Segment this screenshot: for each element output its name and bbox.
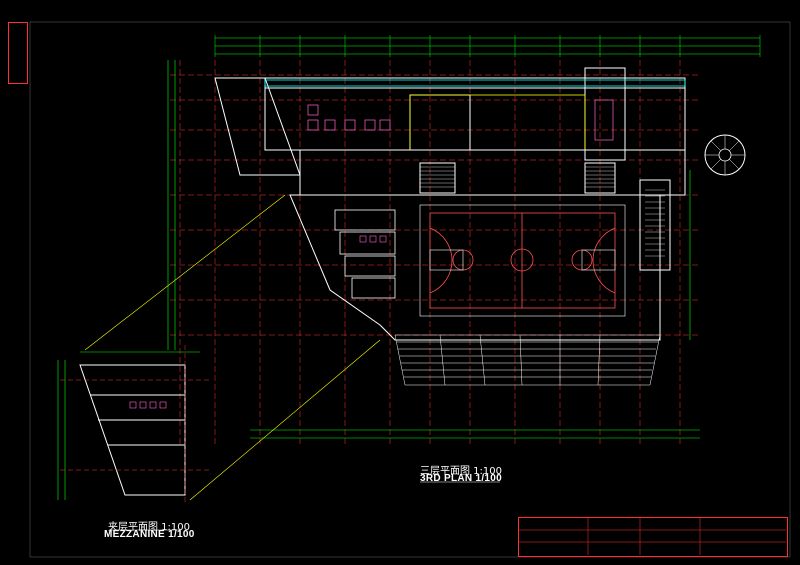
- bleacher-seating: [394, 334, 661, 386]
- upper-block-walls: [214, 67, 686, 176]
- corridor-stair-treads: [420, 166, 615, 188]
- axis-grid: [170, 60, 700, 445]
- mezzanine-axis-grid: [60, 345, 210, 505]
- east-stair-treads: [645, 189, 665, 257]
- court-key-lines: [429, 249, 616, 271]
- dimension-lines: [167, 37, 760, 439]
- mezzanine-dimensions: [57, 351, 200, 500]
- main-plan-title-cn: 三层平面图 1:100: [420, 466, 502, 477]
- sheet-side-strip: [8, 22, 28, 84]
- basketball-court: [429, 212, 616, 309]
- mezzanine-plan-title-cn: 夹层平面图 1:100: [108, 522, 190, 533]
- sheet-border: [29, 21, 791, 558]
- detail-projection-lines: [84, 194, 381, 501]
- gym-block-walls: [289, 179, 671, 341]
- west-rooms: [334, 209, 396, 299]
- mezzanine-walls: [79, 364, 186, 496]
- title-block: [518, 517, 788, 557]
- mezzanine-plan-title-en: MEZZANINE 1/100: [104, 529, 195, 540]
- upper-block-glazing: [264, 79, 686, 87]
- mezzanine-fixtures: [129, 401, 167, 409]
- title-block-grid: [518, 518, 786, 555]
- dimension-ticks: [214, 35, 761, 57]
- upper-room-outline: [409, 94, 586, 151]
- corridor-walls: [299, 149, 686, 196]
- main-plan-title-en: 3RD PLAN 1/100: [420, 473, 503, 484]
- court-boundary: [419, 204, 626, 317]
- spiral-stair: [704, 134, 746, 176]
- furniture-blocks: [307, 99, 614, 141]
- west-room-fixtures: [359, 235, 387, 243]
